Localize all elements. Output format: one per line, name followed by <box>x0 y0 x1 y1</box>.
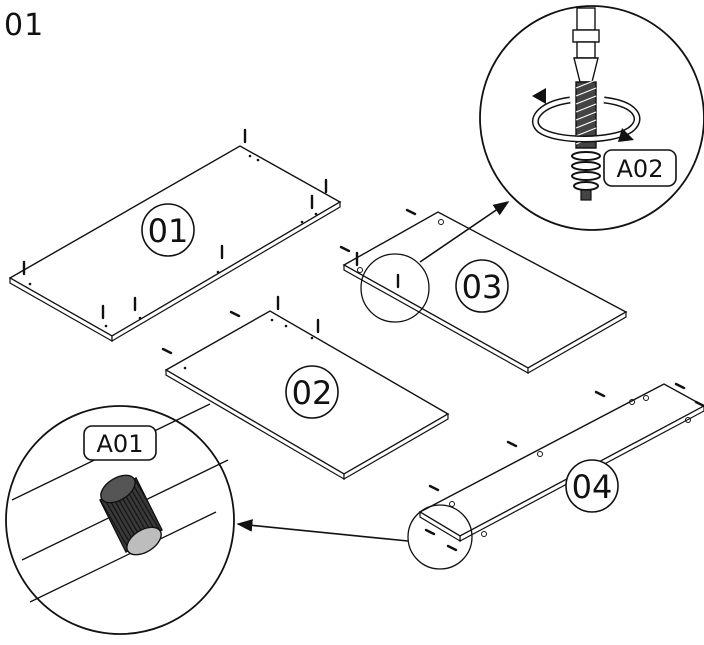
detail-callout-circle-04 <box>407 504 473 570</box>
arrow-to-a01-detail <box>236 519 409 542</box>
panel-04 <box>407 382 704 570</box>
svg-text:04: 04 <box>572 468 613 506</box>
detail-a01: A01 <box>5 403 235 635</box>
panel-01-dowels <box>22 128 328 320</box>
rotation-arrow-icon <box>531 88 641 143</box>
dowel-icon <box>99 474 163 556</box>
panel-label-02: 02 <box>285 365 339 419</box>
label-a02: A02 <box>603 149 677 187</box>
detail-a02: A02 <box>479 5 704 231</box>
svg-text:02: 02 <box>292 374 333 412</box>
label-a01: A01 <box>83 425 157 461</box>
svg-text:A01: A01 <box>97 430 144 458</box>
panel-label-03: 03 <box>455 259 509 313</box>
detail-callout-circle-03 <box>360 253 430 323</box>
panel-04-dowels <box>424 382 704 552</box>
panel-label-01: 01 <box>141 203 195 257</box>
panel-03-dowels <box>339 208 417 289</box>
step-number: 01 <box>4 8 45 43</box>
panel-02-dowels <box>161 295 320 355</box>
panel-label-04: 04 <box>565 459 619 513</box>
arrow-to-a02-detail <box>419 201 510 263</box>
svg-text:03: 03 <box>462 268 503 306</box>
svg-text:01: 01 <box>148 212 189 250</box>
svg-text:A02: A02 <box>617 155 664 183</box>
